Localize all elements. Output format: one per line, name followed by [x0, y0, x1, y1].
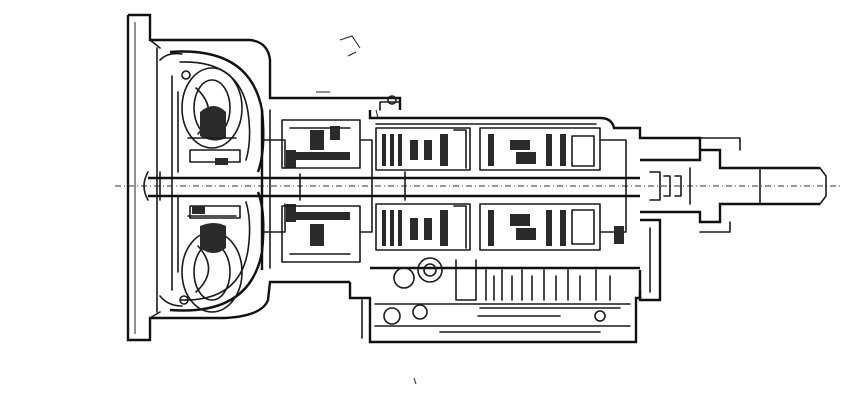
rear-gearset	[479, 127, 627, 251]
planetary-gearset-icon	[281, 119, 373, 263]
input-shaft	[115, 171, 840, 201]
output-shaft-icon	[640, 137, 827, 233]
clutch-pack-icon	[375, 127, 471, 251]
transmission-case	[368, 95, 702, 302]
bell-housing	[126, 13, 402, 342]
detail-marks	[316, 35, 417, 385]
valve-body-icon	[348, 257, 642, 344]
torque-converter-icon	[169, 50, 265, 313]
oil-pump-icon	[260, 109, 296, 270]
